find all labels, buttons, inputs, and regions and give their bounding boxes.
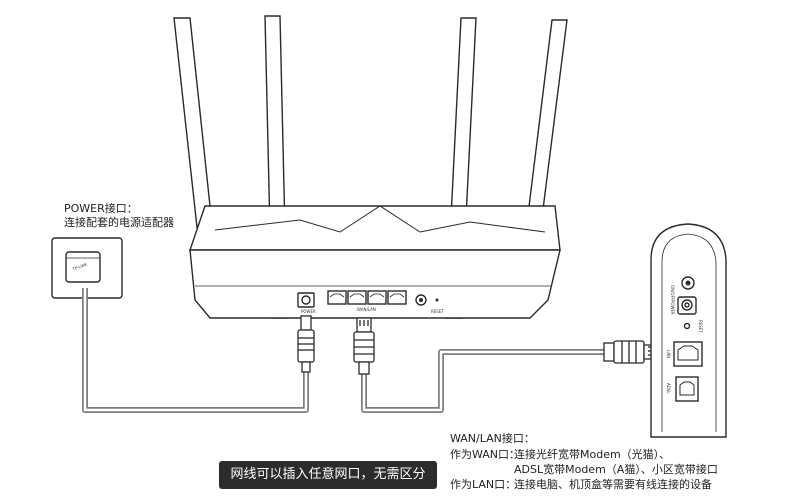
router-power-label: POWER [301, 309, 316, 314]
router-reset-label: RESET [431, 309, 444, 314]
lan-prefix: 作为LAN口： [450, 478, 517, 491]
adapter-brand: TP-LINK [71, 262, 88, 272]
modem-lan-label: LAN [666, 350, 671, 358]
power-note-desc: 连接配套的电源适配器 [64, 216, 174, 229]
wan-line2: ADSL宽带Modem（A猫）、小区宽带接口 [514, 463, 718, 476]
modem-onoff-label: ON/OFF [670, 285, 675, 301]
rj45-plug-modem [603, 340, 659, 364]
modem-power-label: POWER [670, 300, 675, 315]
power-adapter [51, 237, 123, 299]
rj45-plug-router [353, 317, 375, 375]
router-top [189, 205, 561, 251]
router-back-panel [189, 249, 561, 319]
router-ethernet-ports [327, 290, 407, 305]
caption-banner: 网线可以插入任意网口，无需区分 [219, 461, 437, 489]
power-plug [297, 315, 315, 373]
ethernet-cable [361, 349, 604, 413]
power-note-title: POWER接口： [64, 202, 138, 215]
lan-line: 连接电脑、机顶盒等需要有线连接的设备 [514, 478, 712, 491]
wanlan-note-title: WAN/LAN接口： [450, 432, 535, 445]
router [189, 205, 561, 319]
modem-adsl-label: ADSL [666, 383, 671, 394]
wan-line1: 连接光纤宽带Modem（光猫）、 [514, 448, 671, 461]
modem-reset-label: RESET [698, 320, 703, 333]
router-wanlan-label: WAN/LAN [357, 307, 376, 312]
modem [650, 223, 727, 438]
wan-prefix: 作为WAN口： [450, 448, 521, 461]
